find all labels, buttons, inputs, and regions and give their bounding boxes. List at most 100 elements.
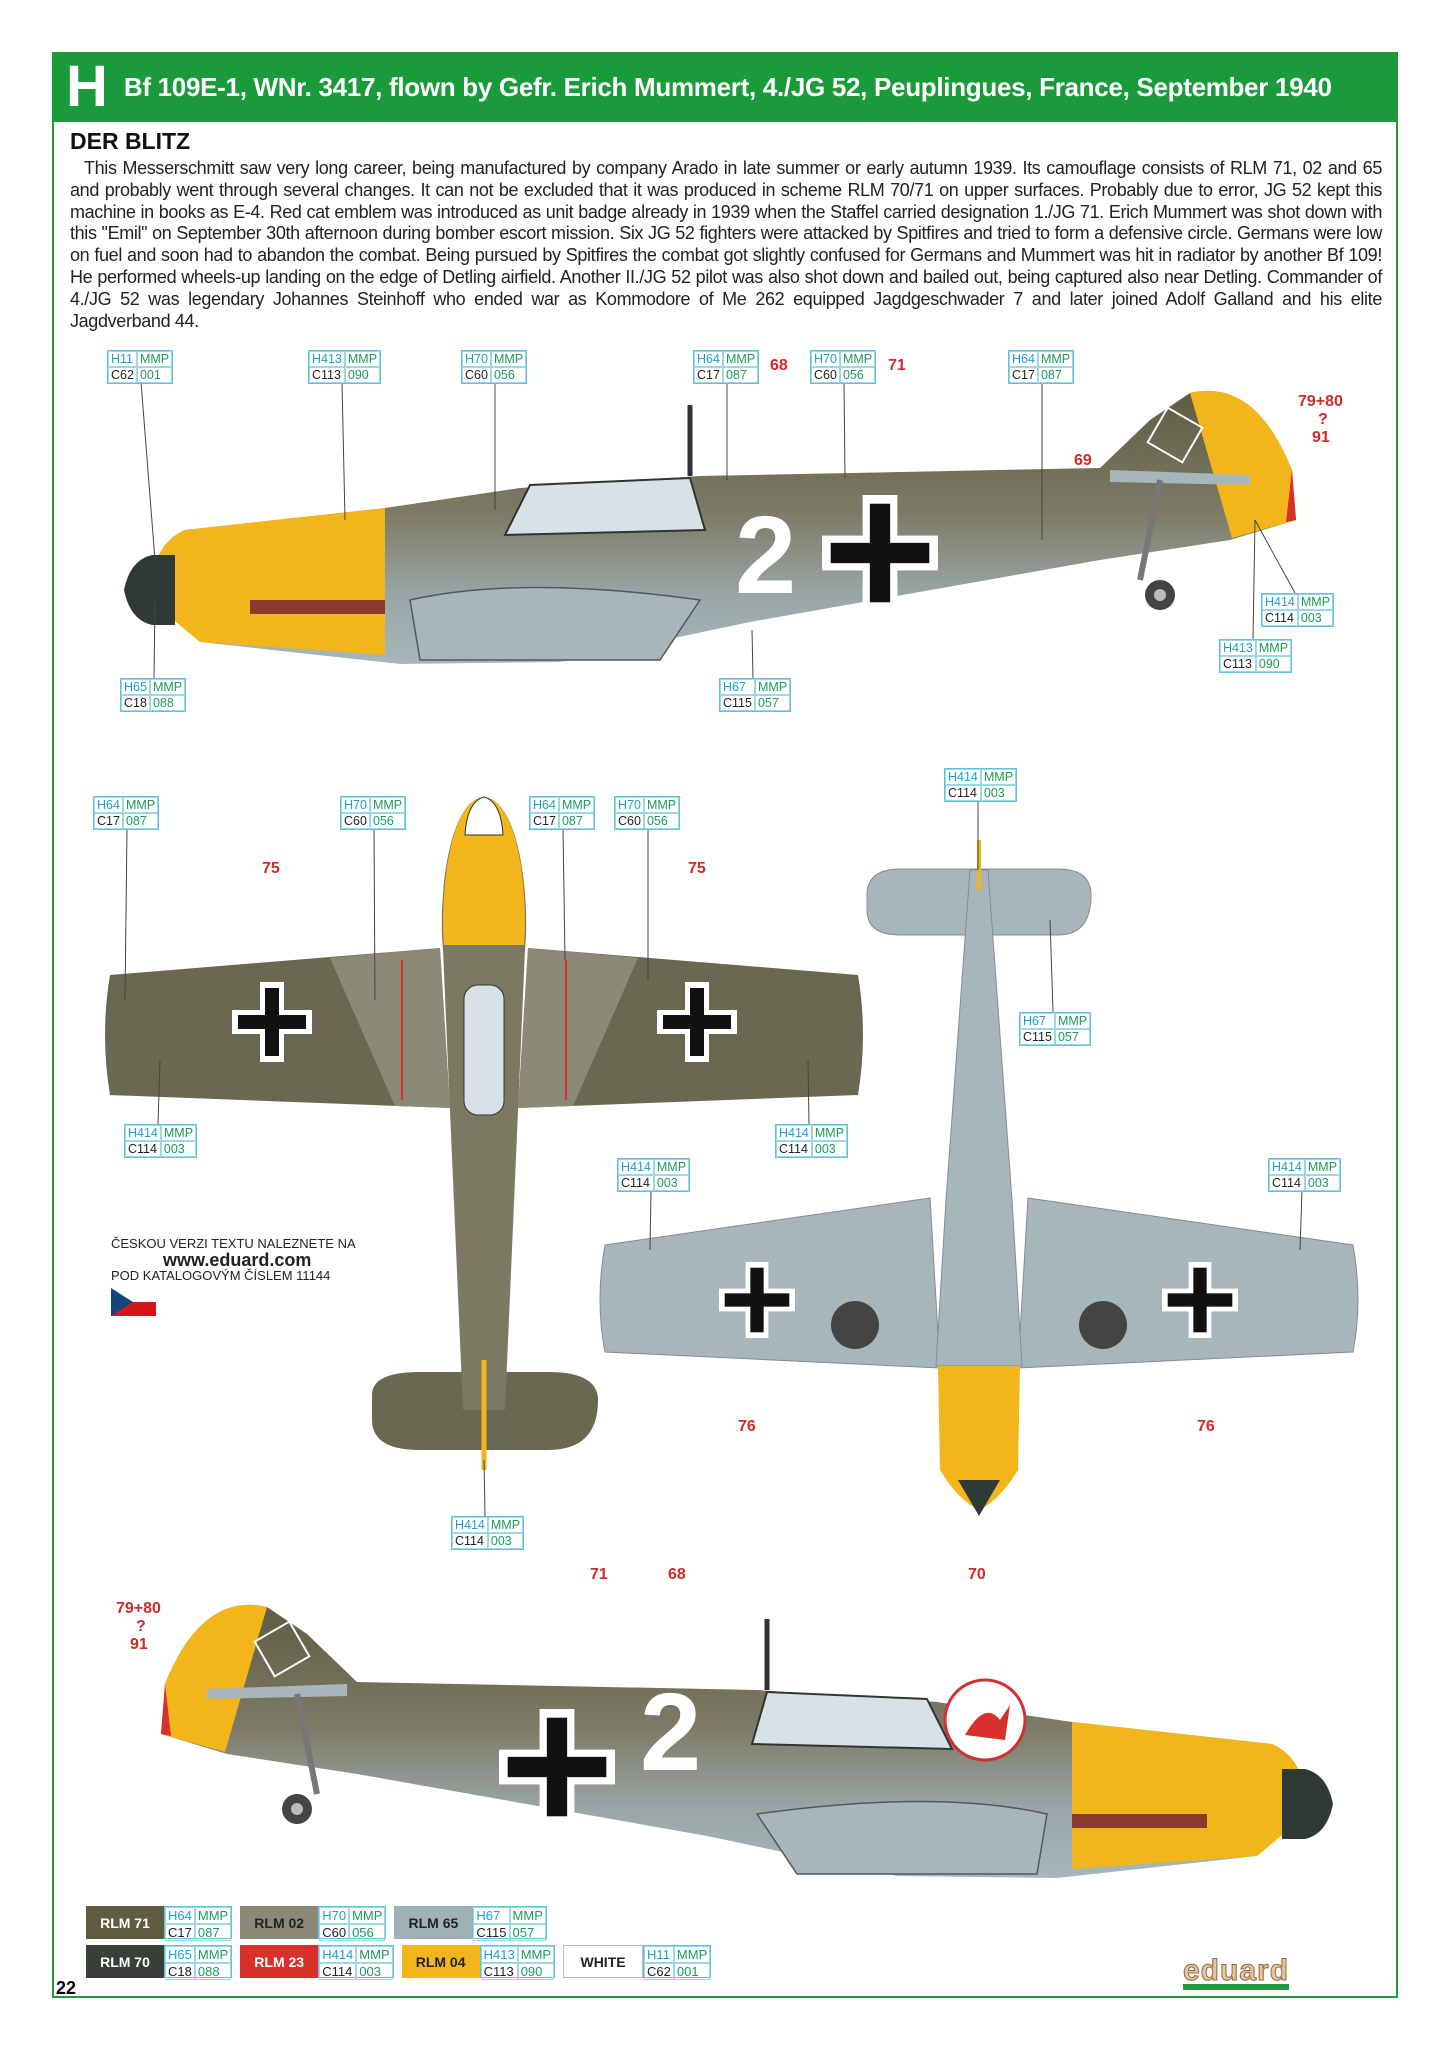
callout-mmp-code: MMP	[1304, 1159, 1341, 1175]
callout-h-code: H414	[125, 1125, 161, 1141]
callout-mmp-code: 087	[122, 813, 159, 829]
callout-mmp-code: 090	[1255, 656, 1292, 672]
side-view-right	[161, 1605, 1333, 1878]
color-swatch: RLM 65	[394, 1906, 473, 1939]
stencil-number: 76	[1197, 1418, 1215, 1435]
callout-mmp-code: MMP	[653, 1159, 690, 1175]
profile-title: Bf 109E-1, WNr. 3417, flown by Gefr. Eri…	[123, 71, 1332, 102]
callout-h-code: H64	[1009, 351, 1038, 367]
callout-c-code: C18	[121, 695, 150, 711]
legend-code: H413	[480, 1946, 518, 1963]
callout-mmp-code: MMP	[344, 351, 381, 367]
legend-code: C17	[165, 1924, 195, 1941]
callout-mmp-code: 087	[722, 367, 759, 383]
callout-h-code: H64	[694, 351, 723, 367]
callout-c-code: C17	[94, 813, 123, 829]
callout-h-code: H70	[341, 797, 370, 813]
legend-code: H64	[165, 1907, 195, 1924]
callout-mmp-code: 087	[1037, 367, 1074, 383]
callout-h-code: H11	[108, 351, 137, 367]
callout-h-code: H414	[776, 1125, 812, 1141]
callout-mmp-code: MMP	[1037, 351, 1074, 367]
eduard-url[interactable]: www.eduard.com	[163, 1250, 312, 1270]
callout-h-code: H414	[945, 769, 981, 785]
callout-mmp-code: 056	[839, 367, 876, 383]
callout-mmp-code: MMP	[369, 797, 406, 813]
callout-h-code: H414	[1262, 594, 1298, 610]
callout-mmp-code: MMP	[643, 797, 680, 813]
aircraft-name: DER BLITZ	[70, 128, 191, 154]
legend-code: 057	[509, 1924, 546, 1941]
leader-line	[153, 599, 156, 679]
callout-mmp-code: MMP	[1054, 1013, 1091, 1029]
legend-code: H11	[644, 1946, 674, 1963]
legend-code: 087	[194, 1924, 232, 1941]
legend-code: C115	[473, 1924, 510, 1941]
page-number: 22	[56, 1978, 77, 1998]
fuselage-code-right: 2	[640, 1671, 701, 1794]
callout-mmp-code: 088	[149, 695, 186, 711]
callout-mmp-code: MMP	[487, 1517, 524, 1533]
callout-mmp-code: MMP	[149, 679, 186, 695]
leader-line	[373, 827, 376, 1001]
callout-h-code: H414	[618, 1159, 654, 1175]
callout-c-code: C114	[776, 1141, 812, 1157]
stencil-number: 69	[1074, 452, 1092, 469]
color-swatch: RLM 23	[240, 1945, 319, 1978]
top-view	[105, 796, 863, 1470]
callout-mmp-code: 057	[754, 695, 791, 711]
callout-mmp-code: MMP	[980, 769, 1017, 785]
callout-mmp-code: MMP	[160, 1125, 197, 1141]
callout-mmp-code: 003	[487, 1533, 524, 1549]
callout-h-code: H70	[462, 351, 491, 367]
callout-c-code: C17	[530, 813, 559, 829]
callout-mmp-code: MMP	[754, 679, 791, 695]
color-swatch: RLM 71	[86, 1906, 164, 1939]
callout-mmp-code: MMP	[122, 797, 159, 813]
leader-line	[807, 1059, 810, 1125]
stencil-number: 70	[968, 1566, 986, 1583]
callout-c-code: C114	[618, 1175, 654, 1191]
callout-c-code: C60	[615, 813, 644, 829]
callout-mmp-code: MMP	[1255, 640, 1292, 656]
legend-code: 001	[673, 1963, 711, 1980]
side-view-left	[124, 391, 1296, 664]
callout-mmp-code: 003	[653, 1175, 690, 1191]
legend-code: C114	[319, 1963, 357, 1980]
legend-code: H70	[319, 1907, 350, 1924]
stencil-number: 71	[888, 357, 906, 374]
color-swatch: WHITE	[563, 1945, 644, 1978]
stencil-number: ?	[1318, 411, 1328, 428]
legend-code: C113	[480, 1963, 518, 1980]
legend-code: 003	[356, 1963, 393, 1980]
profile-header: H Bf 109E-1, WNr. 3417, flown by Gefr. E…	[52, 52, 1398, 122]
stencil-number: 79+80	[1298, 393, 1343, 410]
callout-h-code: H413	[309, 351, 345, 367]
leader-line	[157, 1059, 161, 1125]
color-swatch: RLM 04	[401, 1945, 480, 1978]
leader-lines	[124, 381, 1303, 1517]
callout-c-code: C17	[1009, 367, 1038, 383]
leader-line	[341, 381, 346, 521]
callout-h-code: H414	[452, 1517, 488, 1533]
leader-line	[1299, 1189, 1303, 1251]
leader-line	[843, 381, 846, 479]
stencil-number: 68	[770, 357, 788, 374]
stencil-number: 91	[1312, 429, 1330, 446]
callout-c-code: C60	[341, 813, 370, 829]
callout-c-code: C60	[811, 367, 840, 383]
legend-code: C18	[165, 1963, 195, 1980]
